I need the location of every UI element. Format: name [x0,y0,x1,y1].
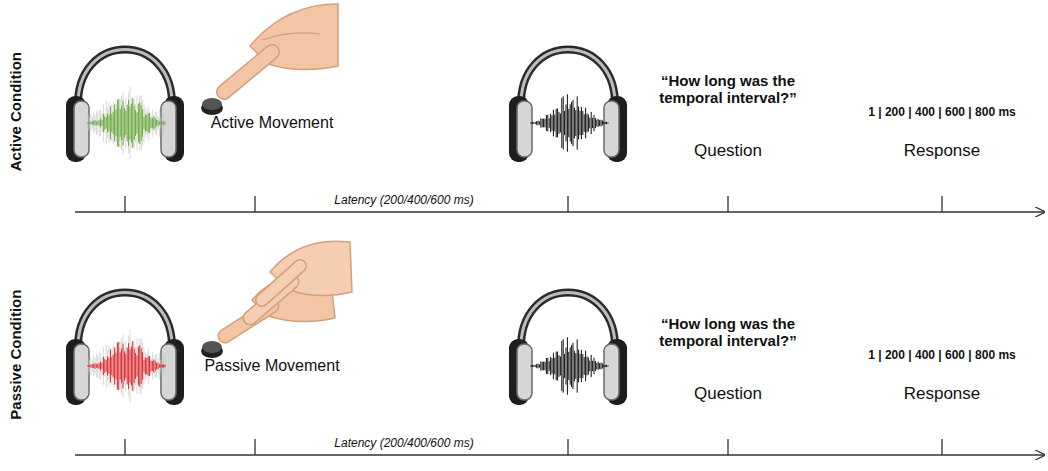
black-waveform [531,94,608,151]
timeline [75,439,1044,455]
green-waveform [88,87,165,160]
black-waveform [531,337,608,394]
headphones [66,50,184,163]
step-label: Question [694,141,762,161]
step-label: Response [904,141,981,161]
latency-label: Latency (200/400/600 ms) [334,194,473,208]
condition-label: Active Condition [7,52,24,171]
timeline [75,196,1044,212]
headphones [509,50,627,163]
step-label: Question [694,384,762,404]
latency-label: Latency (200/400/600 ms) [334,437,473,451]
condition-label: Passive Condition [7,290,24,420]
button [201,341,223,358]
movement-label: Passive Movement [204,357,339,375]
movement-label: Active Movement [211,114,334,132]
question-text: “How long was the temporal interval?” [644,315,812,350]
response-options: 1 | 200 | 400 | 600 | 800 ms [868,106,1016,120]
step-label: Response [904,384,981,404]
red-waveform [88,330,165,403]
passive-hands [225,241,352,336]
headphones [66,293,184,406]
button [201,98,223,115]
question-text: “How long was the temporal interval?” [644,72,812,107]
headphones [509,293,627,406]
response-options: 1 | 200 | 400 | 600 | 800 ms [868,349,1016,363]
active-hand [224,4,338,92]
